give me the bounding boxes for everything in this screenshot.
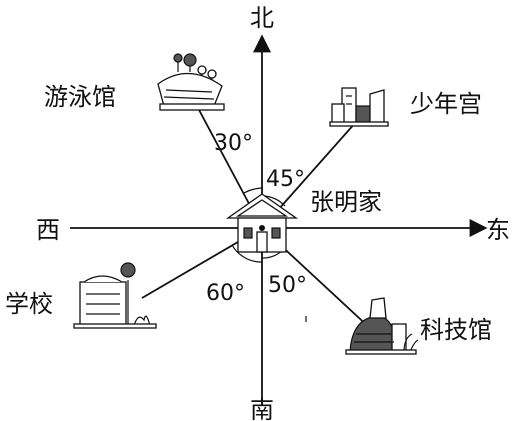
north-label: 北 (250, 4, 274, 32)
angle-label-60: 60° (206, 281, 245, 306)
science-museum-building-icon (345, 297, 419, 355)
angle-arc-60 (231, 244, 263, 263)
place-label-school: 学校 (5, 290, 53, 318)
east-label: 东 (486, 216, 510, 244)
swimming-pool-building-icon (157, 53, 225, 111)
place-label-science: 科技馆 (420, 316, 492, 344)
west-label: 西 (36, 216, 60, 244)
angle-label-45: 45° (266, 167, 305, 192)
school-building-icon (73, 262, 157, 329)
center-label: 张明家 (310, 188, 382, 216)
angle-arc-30 (243, 187, 263, 194)
angle-label-50: 50° (268, 273, 307, 298)
place-label-palace: 少年宫 (410, 90, 482, 118)
house-icon (225, 193, 299, 253)
south-label: 南 (250, 396, 274, 421)
angle-label-30: 30° (214, 131, 253, 156)
youth-palace-building-icon (329, 87, 389, 127)
place-label-pool: 游泳馆 (44, 83, 116, 111)
